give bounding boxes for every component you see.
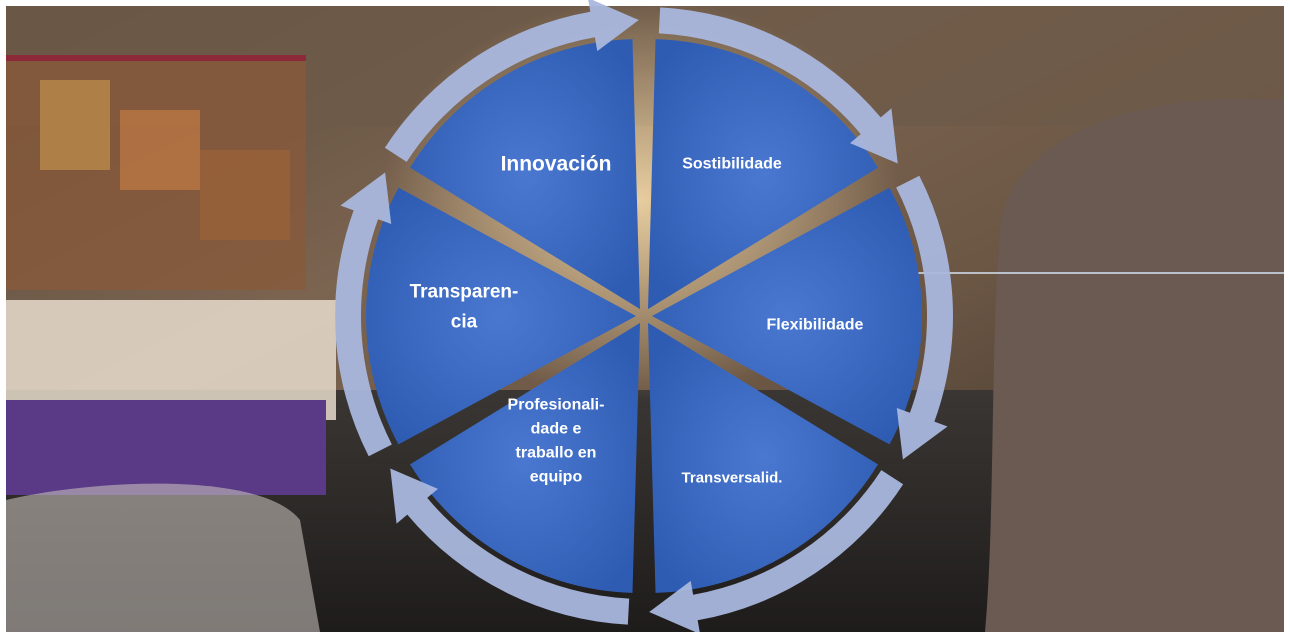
segment-label-line: traballo en [516, 445, 597, 462]
segment-3 [652, 187, 922, 445]
segment-label-line: Innovación [501, 152, 612, 175]
background-photo [6, 0, 1284, 632]
segment-4 [648, 322, 878, 593]
segment-label-line: Profesionali- [508, 397, 605, 414]
segment-label-2: Sostibilidade [682, 156, 782, 173]
cycle-arrow-6 [334, 172, 392, 457]
segment-label-line: Sostibilidade [682, 156, 782, 173]
cycle-arrow-2 [658, 7, 898, 164]
segment-2 [648, 39, 878, 310]
segment-label-line: cia [451, 312, 478, 333]
segment-label-1: Innovación [501, 152, 612, 175]
segment-label-5: Profesionali-dade e traballo en equipo [508, 397, 605, 486]
cycle-arrow-3 [896, 175, 954, 460]
segment-label-3: Flexibilidade [767, 317, 864, 334]
segment-label-4: Transversalid. [682, 469, 783, 486]
segment-5 [410, 322, 640, 593]
segment-label-6: Transparen-cia [410, 282, 519, 333]
segment-1 [410, 39, 640, 310]
segment-label-line: Transversalid. [682, 469, 783, 486]
cycle-arrow-4 [649, 470, 904, 632]
segment-label-line: Flexibilidade [767, 317, 864, 334]
cycle-arrow-5 [390, 468, 630, 625]
segment-label-line: dade e [531, 421, 582, 438]
cycle-arrow-1 [384, 0, 639, 162]
segment-label-line: Transparen- [410, 282, 519, 303]
segment-6 [365, 187, 636, 445]
segment-label-line: equipo [530, 469, 583, 486]
